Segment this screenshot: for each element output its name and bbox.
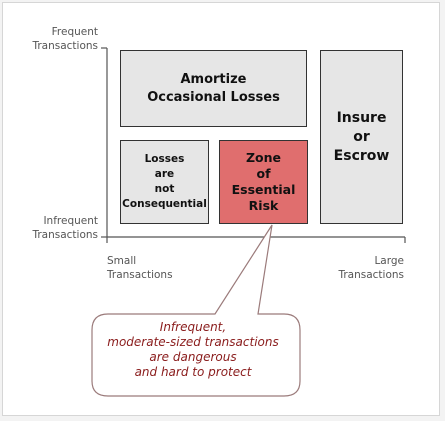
x-axis-right-label: Large Transactions xyxy=(338,255,404,281)
amortize-box: Amortize Occasional Losses xyxy=(120,50,307,127)
insure-box: Insure or Escrow xyxy=(320,50,403,224)
x-axis-left-label: Small Transactions xyxy=(107,255,173,281)
y-axis-bottom-label: Infrequent Transactions xyxy=(32,215,98,241)
losses-box: Losses are not Consequential xyxy=(120,140,209,224)
zone-of-essential-risk-box: Zone of Essential Risk xyxy=(219,140,308,224)
callout-bubble xyxy=(91,224,301,397)
y-axis-top-label: Frequent Transactions xyxy=(32,26,98,52)
callout-text: Infrequent, moderate-sized transactions … xyxy=(107,320,279,379)
